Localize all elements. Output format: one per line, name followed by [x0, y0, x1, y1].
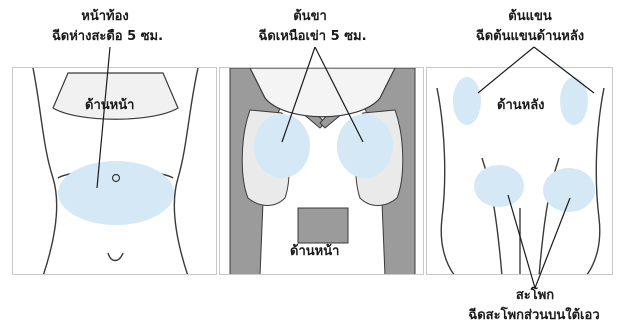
arm-description: ฉีดต้นแขนด้านหลัง: [445, 29, 615, 45]
abdomen-injection-zone: [58, 161, 174, 225]
left-thigh-injection-zone: [254, 114, 310, 178]
right-arm-injection-zone: [560, 77, 588, 125]
front-abdomen-label: ด้านหน้า: [85, 94, 134, 115]
right-buttock-injection-zone: [543, 168, 595, 212]
thigh-description: ฉีดเหนือเข่า 5 ซม.: [230, 29, 395, 45]
abdomen-description: ฉีดห่างสะดือ 5 ซม.: [20, 29, 195, 45]
left-buttock-injection-zone: [474, 165, 524, 207]
front-legs-label: ด้านหน้า: [290, 240, 339, 261]
abdomen-title: หน้าท้อง: [60, 9, 150, 25]
panel-front-abdomen: ด้านหน้า: [12, 67, 217, 275]
buttock-title: สะโพก: [495, 288, 575, 304]
buttock-description: ฉีดสะโพกส่วนบนใต้เอว: [443, 308, 625, 324]
panel-front-legs: ด้านหน้า: [219, 67, 424, 275]
left-arm-injection-zone: [453, 77, 481, 125]
thigh-title: ต้นขา: [275, 9, 345, 25]
right-thigh-injection-zone: [337, 114, 393, 178]
arm-title: ต้นแขน: [490, 9, 570, 25]
back-label: ด้านหลัง: [497, 94, 545, 115]
panel-back: ด้านหลัง: [426, 67, 613, 275]
